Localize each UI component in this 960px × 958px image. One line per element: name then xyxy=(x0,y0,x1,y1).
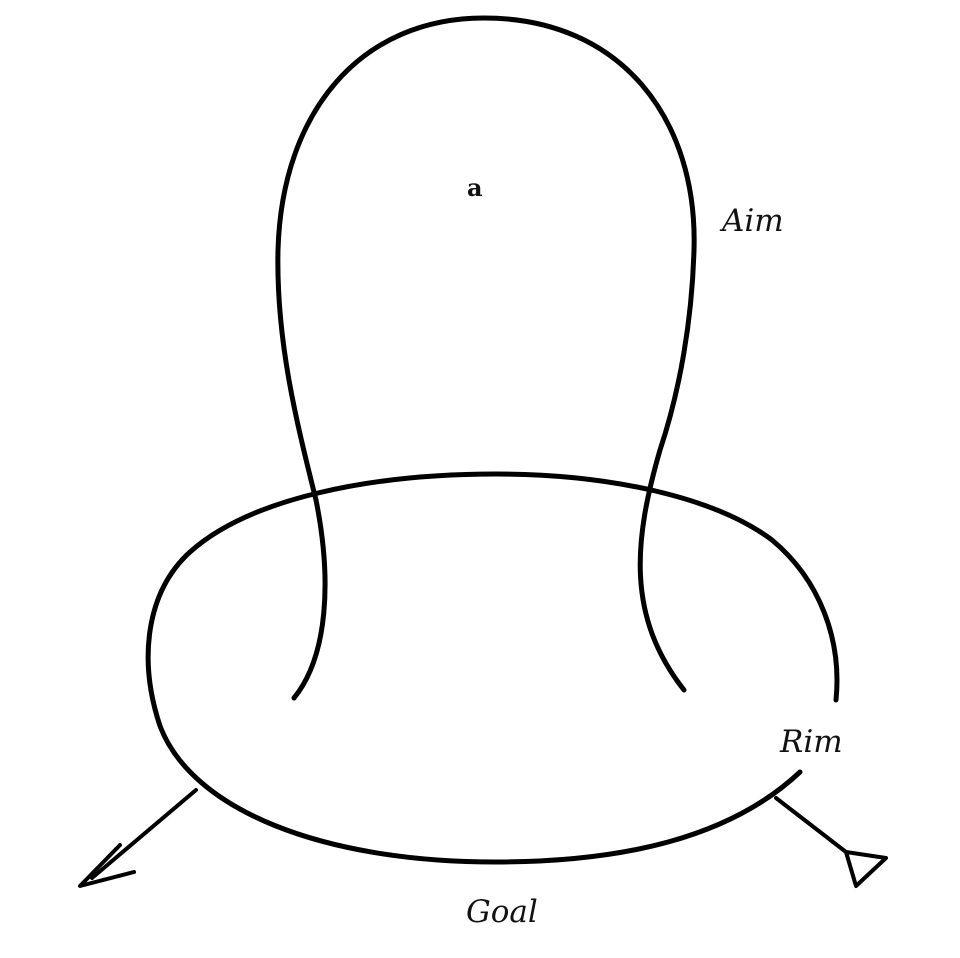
rim-label: Rim xyxy=(779,724,843,760)
goal-label: Goal xyxy=(466,894,538,930)
rim-curve xyxy=(145,471,840,865)
outgoing-arrowhead xyxy=(78,843,136,888)
aim-loop xyxy=(275,15,697,701)
point-label: a xyxy=(467,173,483,202)
aim-label: Aim xyxy=(719,203,784,239)
incoming-tail-triangle xyxy=(844,850,888,888)
incoming-tail-line xyxy=(774,796,848,854)
outgoing-arrow-shaft xyxy=(90,788,198,880)
